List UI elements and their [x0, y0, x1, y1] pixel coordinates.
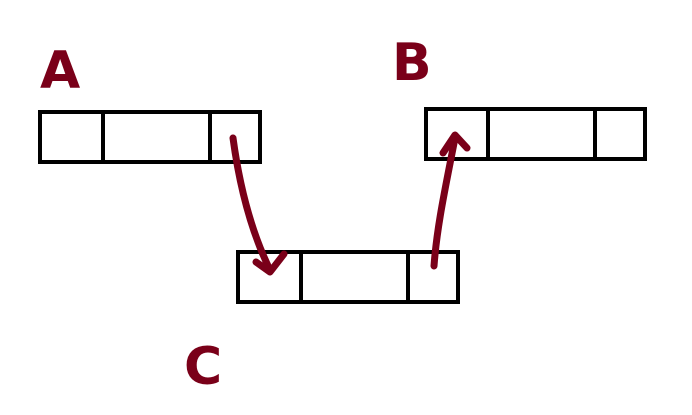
- node-c-label: C: [184, 337, 222, 397]
- node-b: [424, 107, 647, 161]
- arrow-c-to-b: [430, 131, 471, 270]
- arrow-c-to-b-head: [439, 131, 471, 157]
- node-a-label: A: [40, 41, 80, 101]
- arrow-a-to-c: [229, 134, 288, 276]
- node-a: [38, 110, 262, 164]
- arrow-c-to-b-shaft: [430, 134, 459, 270]
- arrow-a-to-c-head: [252, 250, 288, 276]
- node-a-box: [38, 110, 262, 164]
- node-c-box: [236, 250, 460, 304]
- node-c: [236, 250, 460, 304]
- node-b-label: B: [392, 33, 432, 93]
- node-b-box: [424, 107, 647, 161]
- arrow-a-to-c-shaft: [229, 134, 274, 274]
